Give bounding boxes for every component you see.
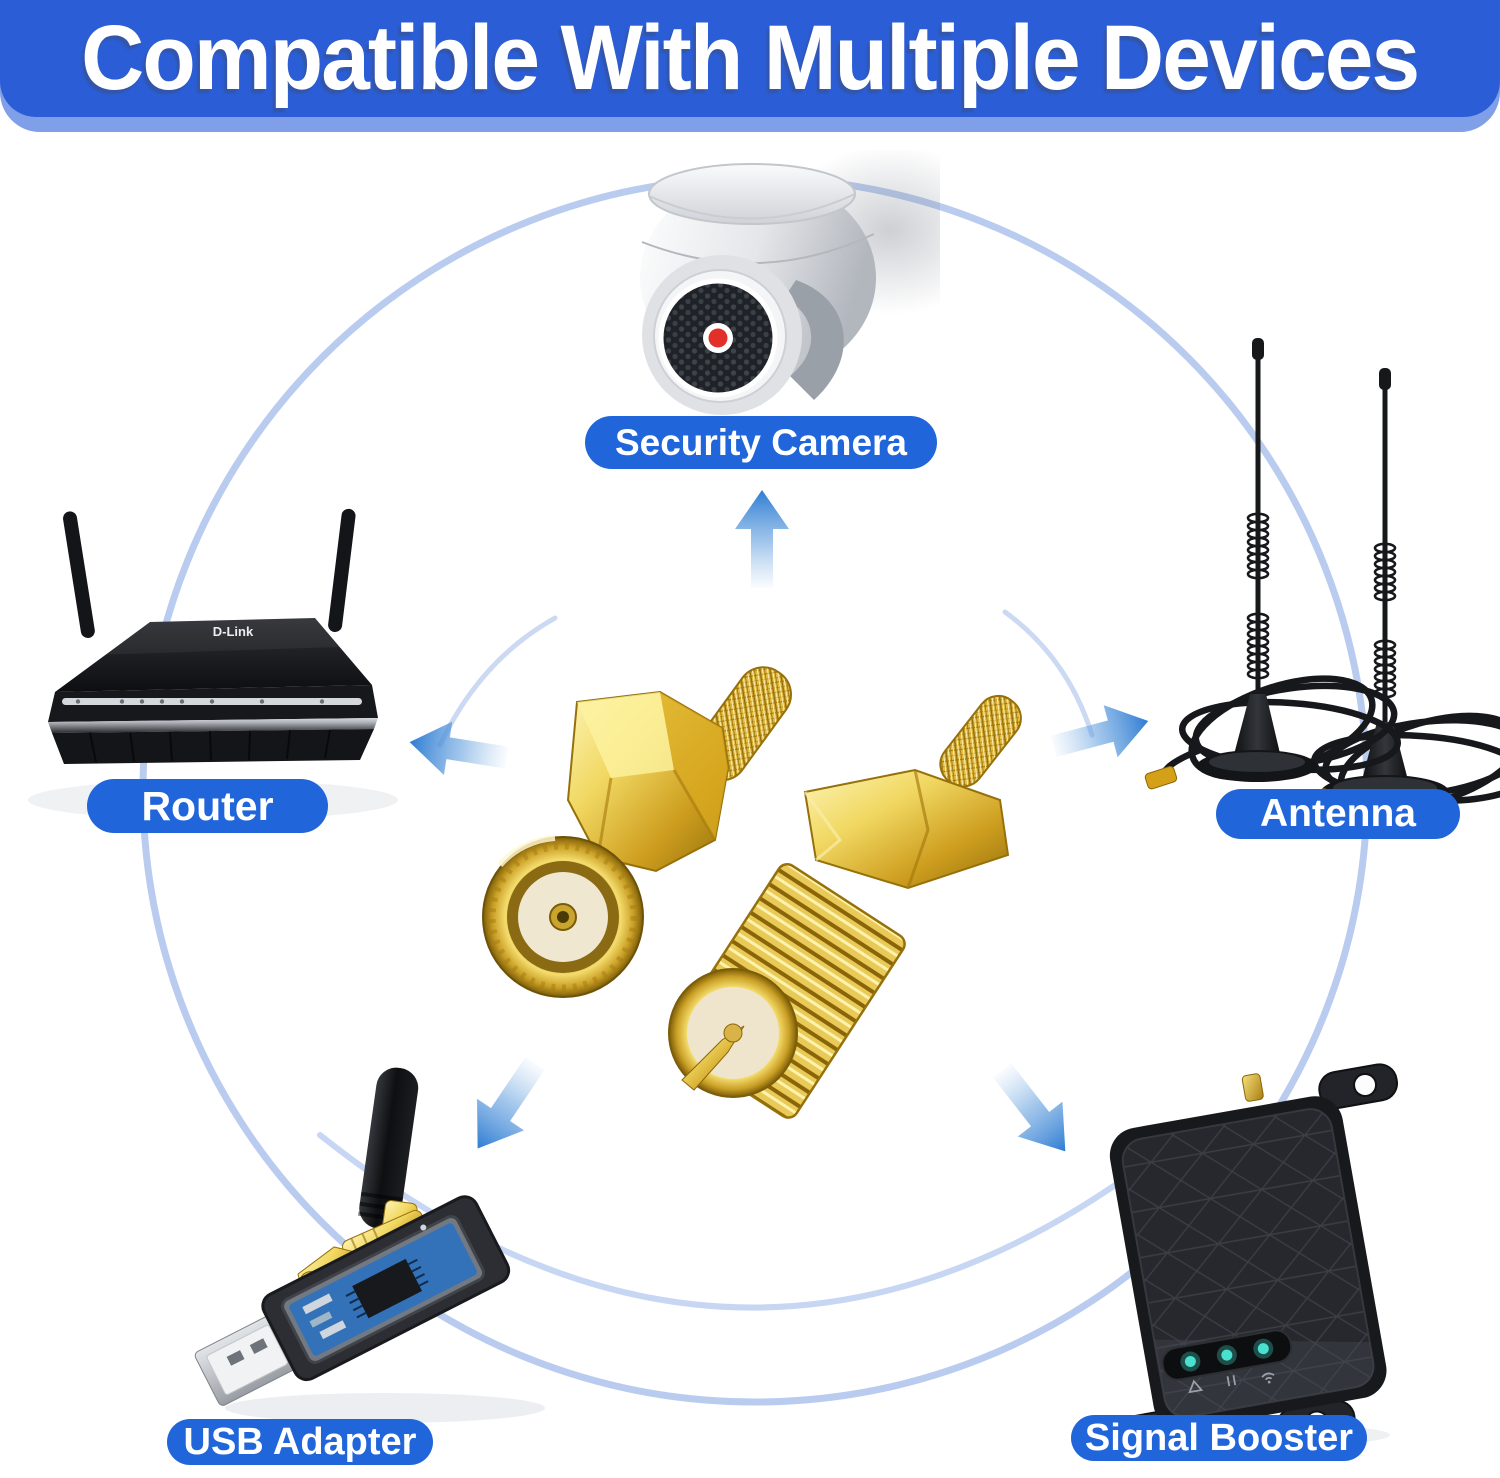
booster-led [1184, 1356, 1196, 1368]
router-antenna-right [328, 508, 356, 633]
signal-booster-label: Signal Booster [1071, 1415, 1367, 1461]
wifi-icon [1261, 1372, 1275, 1381]
usb-adapter-image [150, 1040, 570, 1440]
page-title: Compatible With Multiple Devices [81, 7, 1420, 109]
signal-booster-label-text: Signal Booster [1084, 1416, 1354, 1459]
usb-adapter-label: USB Adapter [167, 1419, 433, 1465]
usb-body [194, 1195, 511, 1406]
router-label-text: Router [141, 782, 274, 829]
camera-record-led [708, 328, 728, 348]
booster-led [1257, 1343, 1269, 1355]
pause-icon [1226, 1375, 1237, 1387]
security-camera-label: Security Camera [585, 416, 937, 469]
sma-connectors-image [460, 650, 1080, 1130]
usb-shadow [225, 1393, 545, 1423]
router-label: Router [87, 779, 328, 833]
antenna-unit-front [1144, 338, 1402, 790]
antenna-connector-gold-2 [1144, 765, 1178, 790]
router-logo: D-Link [213, 624, 254, 639]
signal-booster-image [1020, 1050, 1500, 1450]
arrow-up-icon [735, 490, 789, 588]
security-camera-label-text: Security Camera [614, 421, 908, 463]
male-socket-hole [557, 911, 569, 923]
router-lip [48, 718, 378, 733]
router-grill [52, 729, 374, 764]
title-banner: Compatible With Multiple Devices [0, 0, 1500, 117]
antenna-label: Antenna [1216, 789, 1460, 839]
booster-led [1221, 1349, 1233, 1361]
sma-male-connector [482, 666, 792, 998]
warning-icon [1188, 1379, 1204, 1394]
security-camera-image [600, 150, 940, 420]
router-top [55, 618, 372, 692]
router-antenna-left [63, 511, 95, 639]
camera-bracket [784, 280, 844, 400]
booster-body [1095, 1063, 1398, 1450]
booster-led-panel [1161, 1329, 1293, 1394]
usb-adapter-label-text: USB Adapter [183, 1420, 417, 1463]
usb-chip [352, 1258, 422, 1319]
sma-female-connector [668, 694, 1022, 1119]
camera-mount-cap [648, 163, 856, 225]
antenna-label-text: Antenna [1260, 792, 1416, 835]
